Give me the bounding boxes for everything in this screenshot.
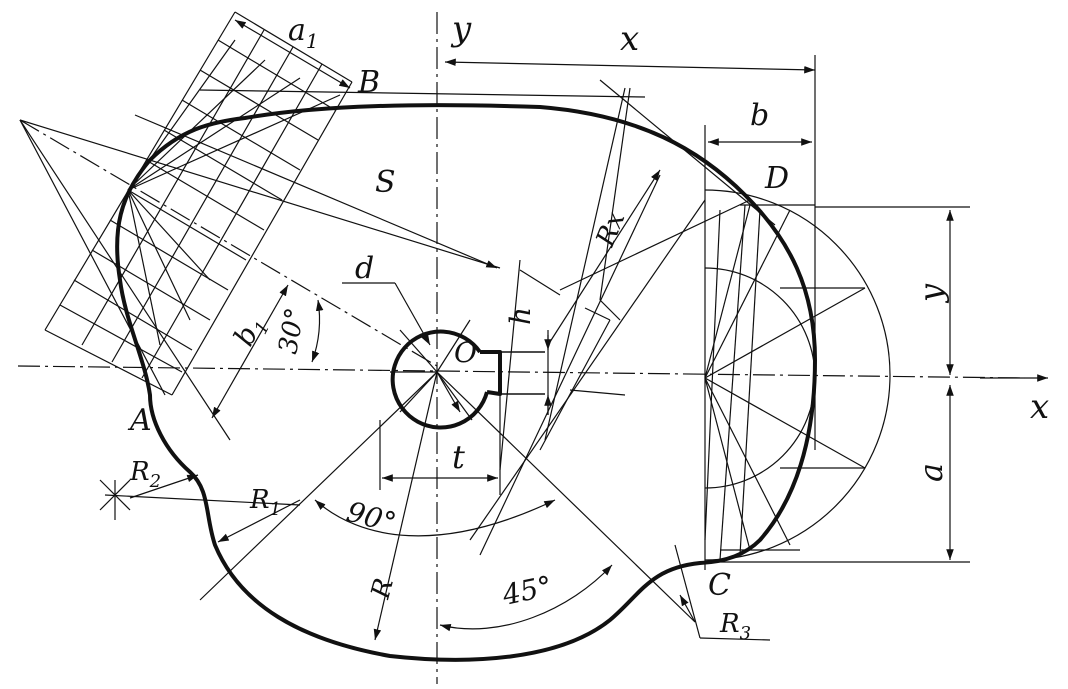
label-b1: b1 — [227, 310, 274, 354]
label-y-top: y — [450, 9, 472, 49]
dim-a1 — [234, 19, 351, 89]
hub-circle — [390, 329, 489, 430]
outer-semicircle — [704, 189, 891, 561]
label-D: D — [764, 161, 789, 196]
label-R3: R3 — [719, 609, 751, 644]
dimensions — [129, 19, 970, 632]
radial-construction — [99, 87, 771, 641]
label-B: B — [357, 65, 380, 100]
label-angle-30: 30° — [273, 306, 311, 357]
dim-r2 — [129, 474, 199, 499]
label-h: h — [504, 307, 537, 325]
dim-90 — [314, 499, 556, 537]
hub-ray-2 — [436, 319, 471, 373]
label-R1: R1 — [249, 485, 281, 520]
label-R2: R2 — [129, 457, 161, 492]
label-x-top: x — [620, 19, 639, 59]
labels: y x a1 B b D S Rx d h b1 30° O x y A R2 … — [127, 9, 1049, 644]
inner-arc — [704, 267, 816, 379]
center-lines — [17, 12, 1048, 684]
label-C: C — [708, 568, 731, 603]
label-A: A — [127, 403, 152, 438]
label-a: a — [912, 463, 950, 482]
inclined-axis-30 — [19, 119, 438, 367]
label-y-right: y — [912, 283, 950, 304]
dim-r3 — [679, 594, 696, 623]
left-construction-grid — [19, 11, 646, 441]
hub-ray-4 — [436, 371, 473, 421]
hub-ray-6 — [436, 371, 461, 413]
hub — [390, 319, 545, 430]
dim-45 — [439, 564, 613, 632]
dim-r1 — [217, 499, 301, 543]
label-a1: a1 — [288, 13, 319, 53]
hub-ray-1 — [399, 329, 438, 373]
label-x-axis: x — [1030, 387, 1049, 427]
dim-x — [444, 58, 816, 74]
horizontal-axis — [17, 365, 1026, 379]
label-d: d — [355, 251, 374, 286]
label-t: t — [452, 438, 465, 476]
keyway — [480, 350, 502, 396]
dim-s — [134, 114, 498, 269]
dim-30 — [311, 299, 324, 363]
label-b: b — [750, 98, 769, 133]
right-construction — [559, 55, 891, 570]
label-O: O — [454, 336, 477, 369]
label-R: R — [366, 575, 400, 603]
label-angle-90: 90° — [343, 495, 399, 540]
dim-b1 — [211, 284, 289, 419]
label-angle-45: 45° — [499, 569, 555, 612]
dim-rx — [547, 169, 661, 346]
label-S: S — [375, 165, 396, 200]
inner-arc-2 — [704, 377, 816, 489]
